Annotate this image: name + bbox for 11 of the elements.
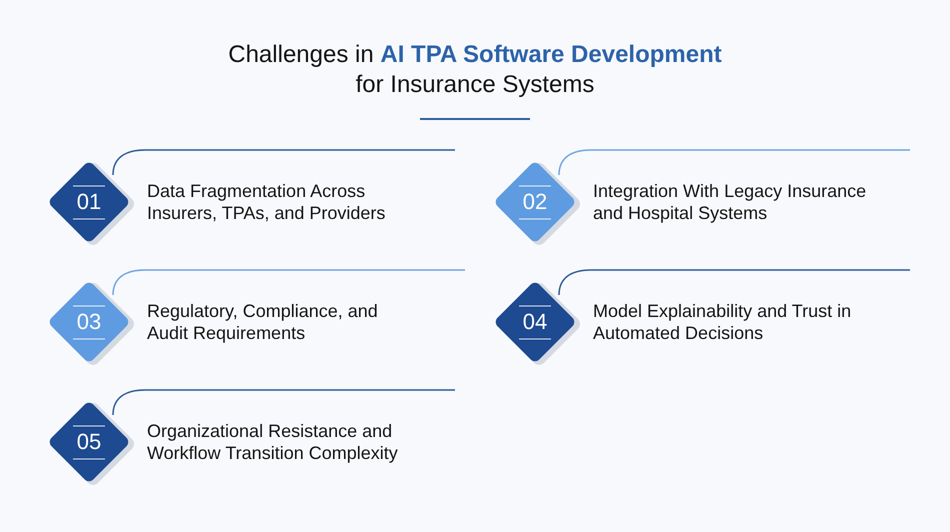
challenge-title: Regulatory, Compliance, and Audit Requirements [147, 300, 379, 344]
step-number: 02 [522, 189, 548, 215]
step-number: 01 [76, 189, 102, 215]
step-number: 05 [76, 429, 102, 455]
challenge-title: Model Explainability and Trust in Automated Decisions [593, 300, 852, 344]
title: Challenges in AI TPA Software Development for Insurance Systems [227, 40, 723, 100]
challenge-title: Data Fragmentation Across Insurers, TPAs, and Providers [147, 180, 386, 224]
challenge-title: Organizational Resistance and Workflow Transition Complexity [147, 420, 399, 464]
challenge-title: Integration With Legacy Insurance and Hospital Systems [593, 180, 868, 224]
step-number: 04 [522, 309, 548, 335]
step-number: 03 [76, 309, 102, 335]
